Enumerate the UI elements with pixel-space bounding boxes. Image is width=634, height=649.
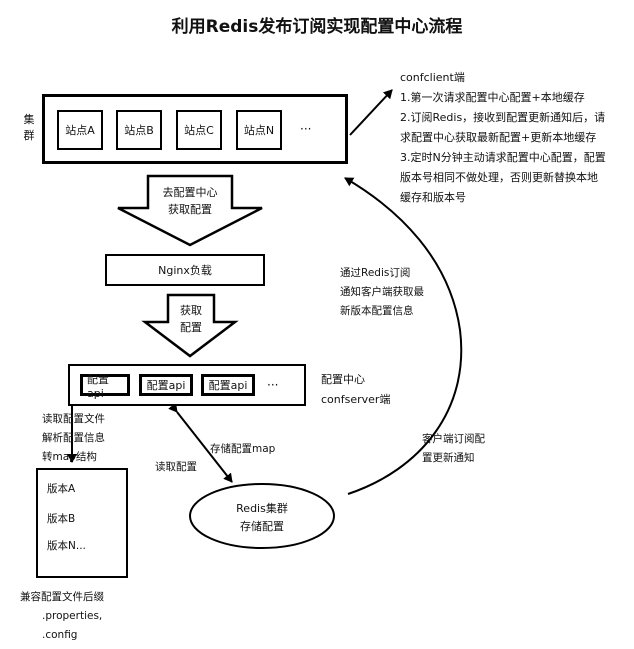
version-n: 版本N... — [47, 540, 86, 552]
server-label-line: 配置中心 — [321, 373, 365, 386]
client-subscribe-line: 置更新通知 — [422, 452, 475, 464]
client-subscribe-line: 客户端订阅配 — [422, 433, 485, 445]
store-read-arrow — [168, 402, 233, 483]
version-b: 版本B — [47, 513, 76, 525]
down-block-arrow-1 — [117, 174, 263, 247]
config-api-1: 配置api — [80, 373, 130, 400]
arrow1-label-line: 获取配置 — [168, 203, 212, 216]
redis-notify-line: 通过Redis订阅 — [340, 267, 411, 279]
version-file-box — [36, 468, 128, 578]
cluster-to-notes-arrow — [349, 89, 393, 136]
redis-label-line: 存储配置 — [240, 520, 284, 533]
client-note-line: 3.定时N分钟主动请求配置中心配置，配置 — [400, 151, 606, 164]
redis-label-line: Redis集群 — [236, 502, 288, 515]
compat-line: .config — [42, 629, 78, 641]
client-note-line: 缓存和版本号 — [400, 191, 466, 204]
site-ellipsis: ··· — [300, 122, 312, 136]
redis-cluster-ellipse — [189, 483, 335, 549]
site-n: 站点N — [236, 110, 282, 150]
redis-notify-line: 通知客户端获取最 — [340, 286, 424, 298]
read-file-text: 读取配置文件 解析配置信息 转map结构 — [42, 410, 105, 467]
client-note-line: 求配置中心获取最新配置+更新本地缓存 — [400, 131, 597, 144]
config-api-2: 配置api — [139, 374, 193, 396]
arrow2-label-line: 获取 — [180, 304, 202, 317]
client-note-line: 2.订阅Redis，接收到配置更新通知后，请 — [400, 111, 606, 124]
page-title: 利用Redis发布订阅实现配置中心流程 — [171, 17, 463, 37]
read-file-line: 解析配置信息 — [42, 432, 105, 444]
arrow2-label: 获取 配置 — [168, 302, 214, 336]
client-note-line: 1.第一次请求配置中心配置+本地缓存 — [400, 91, 585, 104]
arrow1-label: 去配置中心 获取配置 — [150, 184, 230, 218]
cluster-label-char: 群 — [23, 129, 35, 142]
api-ellipsis: ··· — [267, 378, 279, 392]
redis-notify-text: 通过Redis订阅 通知客户端获取最 新版本配置信息 — [340, 264, 424, 321]
config-api-3: 配置api — [201, 374, 255, 396]
cluster-label-char: 集 — [23, 113, 35, 126]
version-a: 版本A — [47, 483, 76, 495]
client-notes: confclient端 1.第一次请求配置中心配置+本地缓存 2.订阅Redis… — [400, 68, 606, 208]
client-note-line: 版本号相同不做处理，否则更新替换本地 — [400, 171, 598, 184]
read-file-line: 读取配置文件 — [42, 413, 105, 425]
server-label-line: confserver端 — [321, 393, 391, 406]
arrow2-label-line: 配置 — [180, 321, 202, 334]
down-block-arrow-2 — [141, 293, 239, 358]
site-a: 站点A — [57, 110, 103, 150]
read-file-line: 转map结构 — [42, 451, 97, 463]
compat-line: .properties, — [42, 610, 103, 622]
site-c: 站点C — [176, 110, 222, 150]
compat-suffix-text: 兼容配置文件后缀 .properties, .config — [20, 588, 104, 645]
compat-line: 兼容配置文件后缀 — [20, 591, 104, 603]
server-label: 配置中心 confserver端 — [321, 370, 390, 410]
site-b: 站点B — [116, 110, 162, 150]
client-notes-header: confclient端 — [400, 71, 465, 84]
redis-label: Redis集群 存储配置 — [190, 500, 334, 536]
store-map-label: 存储配置map — [210, 443, 276, 455]
client-subscribe-text: 客户端订阅配 置更新通知 — [422, 430, 485, 468]
cluster-label: 集 群 — [22, 112, 36, 144]
read-config-label: 读取配置 — [155, 461, 197, 473]
redis-notify-line: 新版本配置信息 — [340, 305, 414, 317]
nginx-box: Nginx负载 — [105, 254, 265, 286]
arrow1-label-line: 去配置中心 — [162, 186, 218, 199]
redis-notify-curve — [344, 177, 463, 495]
